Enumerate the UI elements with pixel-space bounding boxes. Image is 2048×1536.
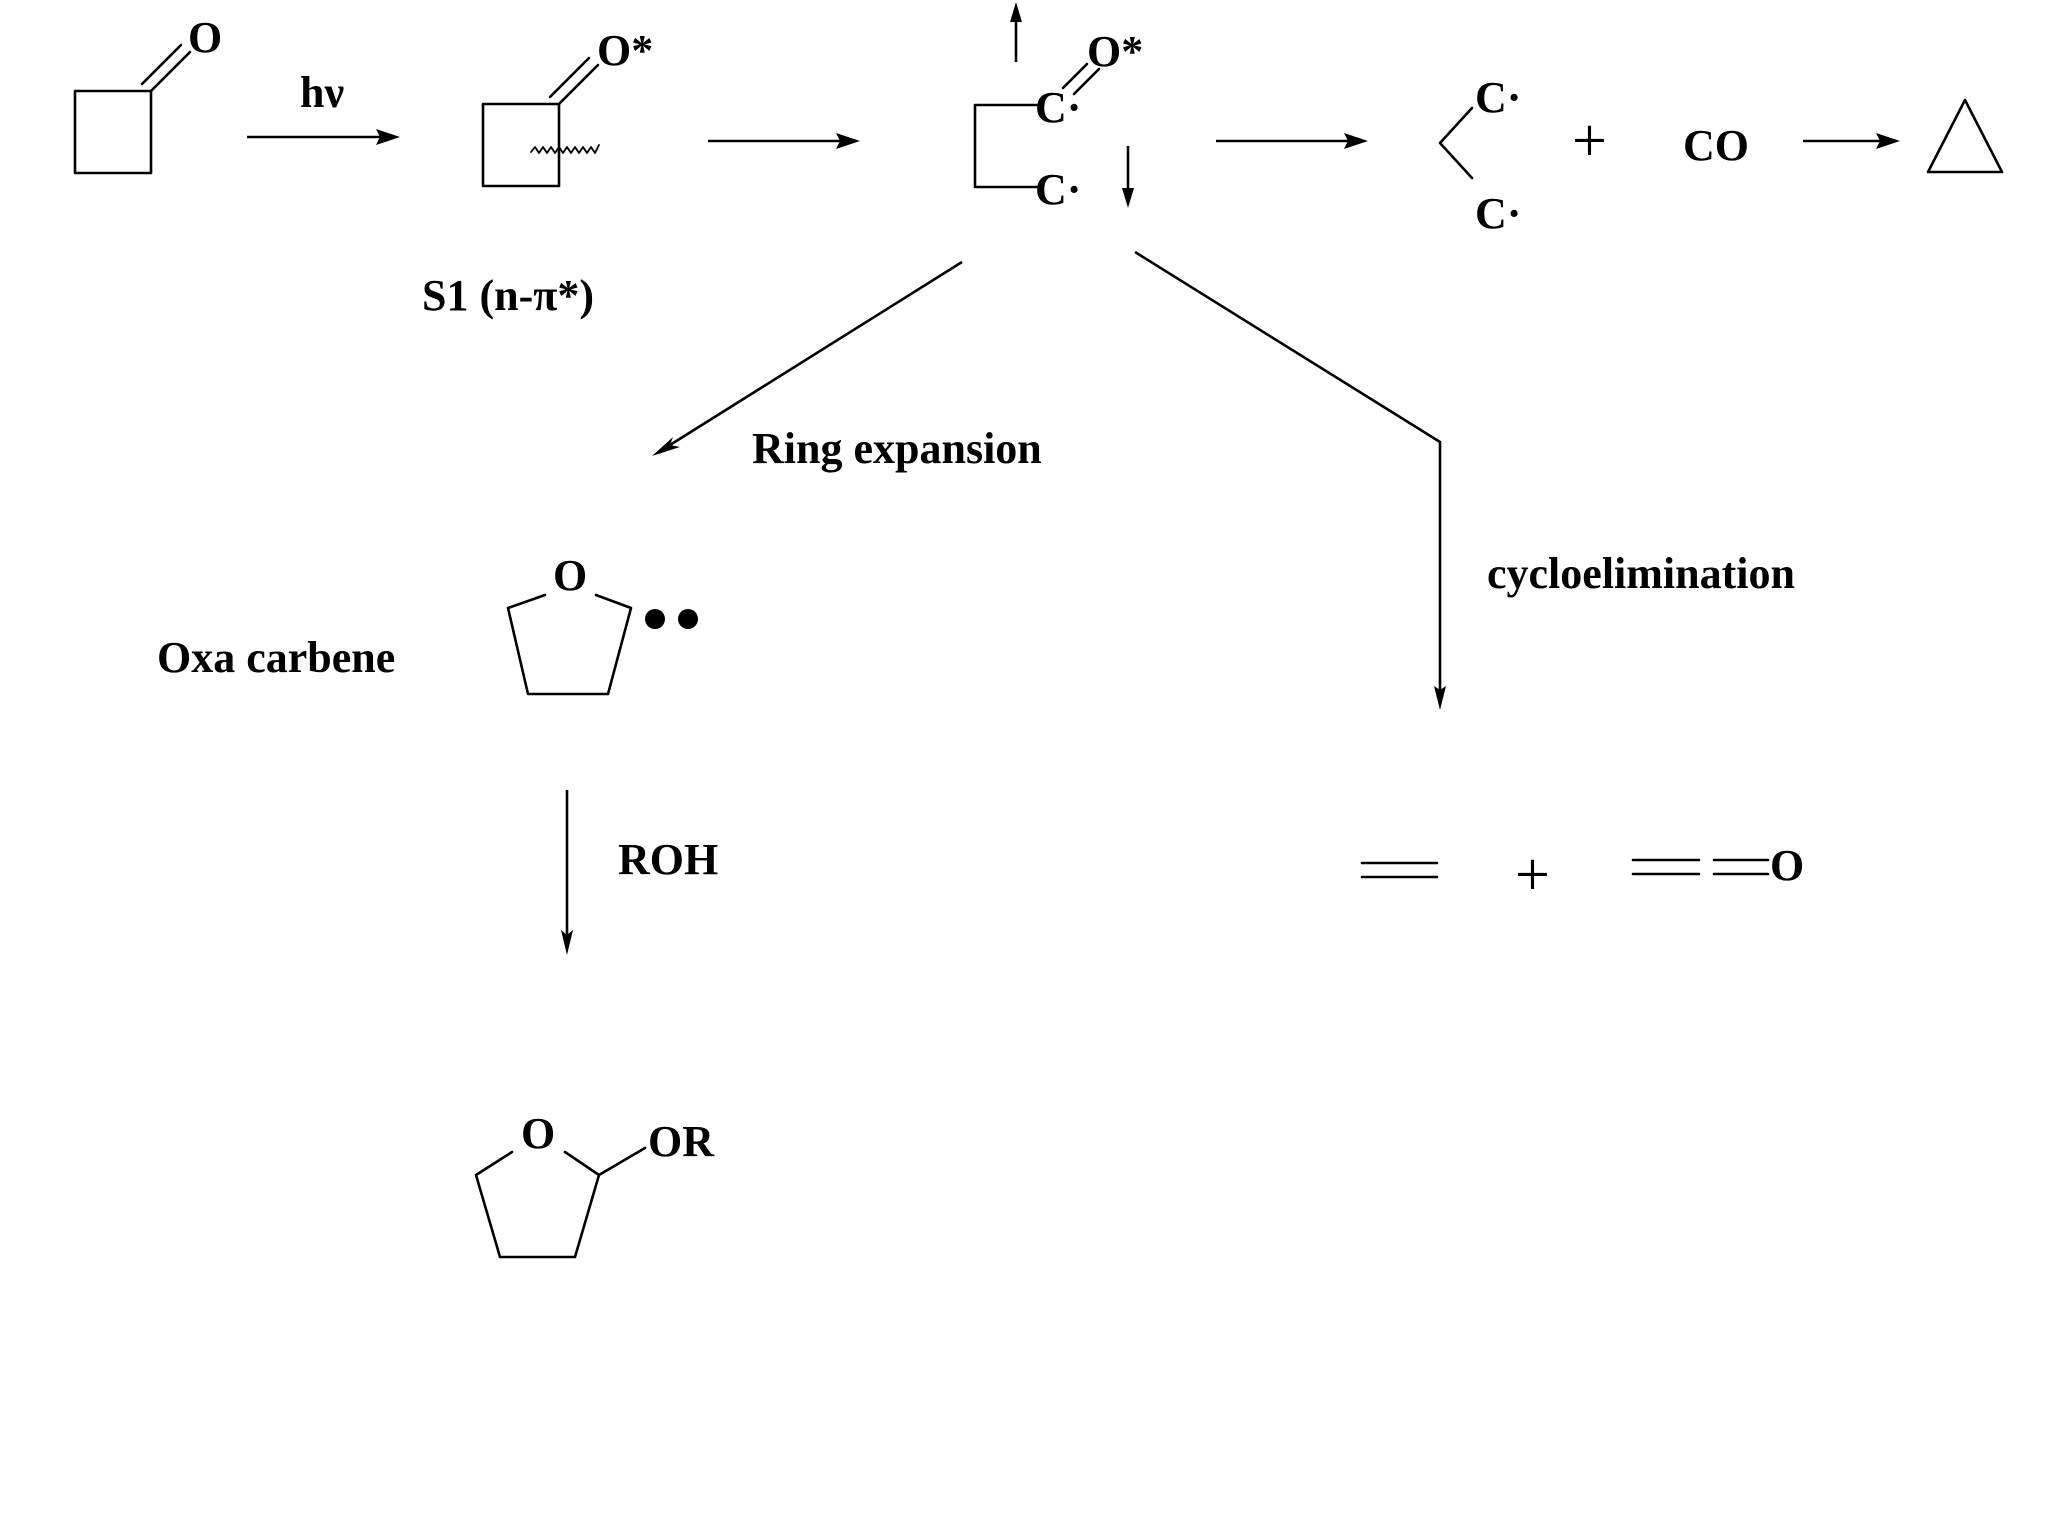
alkoxy-tetrahydrofuran: O OR (474, 1109, 715, 1259)
acyl-carbon-radical: C· (1035, 83, 1081, 132)
roh-label: ROH (618, 835, 718, 884)
carbonyl-oxygen: O (188, 13, 222, 62)
s1-state-label: S1 (n-π*) (422, 271, 594, 320)
plus-sign-ketene: + (1515, 841, 1550, 909)
carbene-lone-pair-dot (678, 609, 698, 629)
roh-arrow (561, 790, 573, 955)
decarbonylation-arrow (1216, 133, 1368, 149)
hv-arrow: hν (247, 68, 400, 145)
oxacarbene-ring: O (506, 551, 698, 696)
bond-cleavage-wavy-mark (530, 144, 600, 154)
ethylene (1360, 861, 1439, 879)
excited-oxygen: O* (597, 26, 653, 75)
alkoxy-group: OR (648, 1117, 715, 1166)
terminal-carbon-radical-top: C· (1475, 73, 1521, 122)
oxa-carbene-label: Oxa carbene (157, 633, 395, 682)
cycloelimination-label: cycloelimination (1487, 549, 1795, 598)
cyclobutanone: O (73, 13, 222, 175)
ketene: O (1631, 841, 1804, 890)
alkyl-carbon-radical: C· (1035, 165, 1081, 214)
hv-label: hν (300, 68, 344, 117)
ring-expansion-label: Ring expansion (752, 424, 1042, 473)
terminal-carbon-radical-bottom: C· (1475, 189, 1521, 238)
cyclopropane (1926, 98, 2004, 174)
carbene-lone-pair-dot (645, 609, 665, 629)
trimethylene-biradical: C· C· (1438, 73, 1521, 238)
acyl-alkyl-biradical: C· C· O* (973, 2, 1143, 214)
plus-sign-co: + (1572, 107, 1607, 175)
ring-expansion-arrow (652, 260, 963, 456)
carbon-monoxide: CO (1683, 121, 1749, 170)
excited-oxygen-biradical: O* (1087, 27, 1143, 76)
ring-oxygen: O (553, 551, 587, 600)
excited-cyclobutanone: O* (481, 26, 653, 188)
ketene-oxygen: O (1770, 841, 1804, 890)
cleavage-arrow (708, 133, 860, 149)
ring-oxygen-product: O (521, 1109, 555, 1158)
cycloelimination-arrow (1134, 250, 1446, 710)
cyclopropane-arrow (1803, 133, 1900, 149)
